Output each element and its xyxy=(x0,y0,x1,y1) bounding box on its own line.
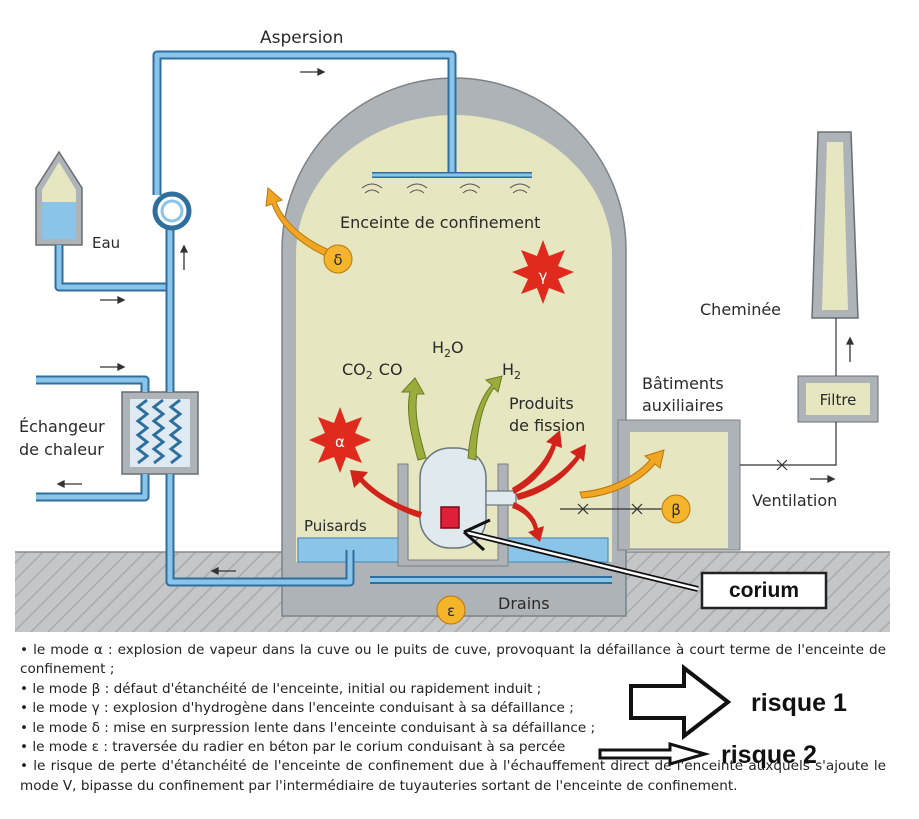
corium-label: corium xyxy=(729,579,799,602)
pump xyxy=(152,191,192,231)
alpha-symbol: α xyxy=(335,433,345,451)
aux-buildings-label-2: auxiliaires xyxy=(642,396,723,415)
reactor-well xyxy=(397,463,509,567)
chimney-label: Cheminée xyxy=(700,300,781,319)
corium-block xyxy=(440,506,460,529)
note-gamma: • le mode γ : explosion d'hydrogène dans… xyxy=(20,700,574,717)
note-epsilon: • le mode ε : traversée du radier en bét… xyxy=(20,739,566,756)
risk2-arrow xyxy=(598,742,711,766)
exchanger-label-2: de chaleur xyxy=(19,440,104,459)
risk-arrows xyxy=(598,663,732,766)
containment-label: Enceinte de confinement xyxy=(340,213,540,232)
epsilon-badge: ε xyxy=(447,602,455,620)
ventilation-label: Ventilation xyxy=(752,491,837,510)
aspersion-label: Aspersion xyxy=(260,28,343,48)
fission-products-label-2: de fission xyxy=(509,416,585,435)
delta-badge: δ xyxy=(333,251,342,269)
spray-pipe xyxy=(36,50,612,587)
risk2-label: risque 2 xyxy=(721,741,817,769)
drains-label: Drains xyxy=(498,594,550,613)
gamma-explosion xyxy=(512,240,574,304)
gas-h2-label: H2 xyxy=(502,360,521,382)
risk1-label: risque 1 xyxy=(751,689,847,717)
aux-buildings-label-1: Bâtiments xyxy=(642,374,724,393)
spray-nozzles xyxy=(361,183,531,194)
corium-callout-box xyxy=(700,571,828,610)
water-label: Eau xyxy=(92,234,120,252)
gas-arrows xyxy=(400,375,503,461)
risk1-arrow xyxy=(629,663,732,741)
sumps-label: Puisards xyxy=(304,517,367,535)
containment-interior xyxy=(296,115,612,562)
filter-label: Filtre xyxy=(820,391,857,409)
fission-products-label-1: Produits xyxy=(509,394,574,413)
note-alpha: • le mode α : explosion de vapeur dans l… xyxy=(20,642,886,678)
note-beta: • le mode β : défaut d'étanchéité de l'e… xyxy=(20,680,542,697)
fission-release-arrows xyxy=(350,430,586,542)
containment-diagram: γ α δ β ε Aspersion Eau Échangeur de cha… xyxy=(15,28,890,632)
sump-right xyxy=(507,537,609,563)
note-delta: • le mode δ : mise en surpression lente … xyxy=(20,719,596,736)
beta-badge: β xyxy=(671,501,681,519)
exchanger-label-1: Échangeur xyxy=(19,417,105,436)
gas-h2o-label: H2O xyxy=(432,338,464,360)
alpha-explosion xyxy=(309,407,371,473)
gamma-symbol: γ xyxy=(539,267,548,285)
